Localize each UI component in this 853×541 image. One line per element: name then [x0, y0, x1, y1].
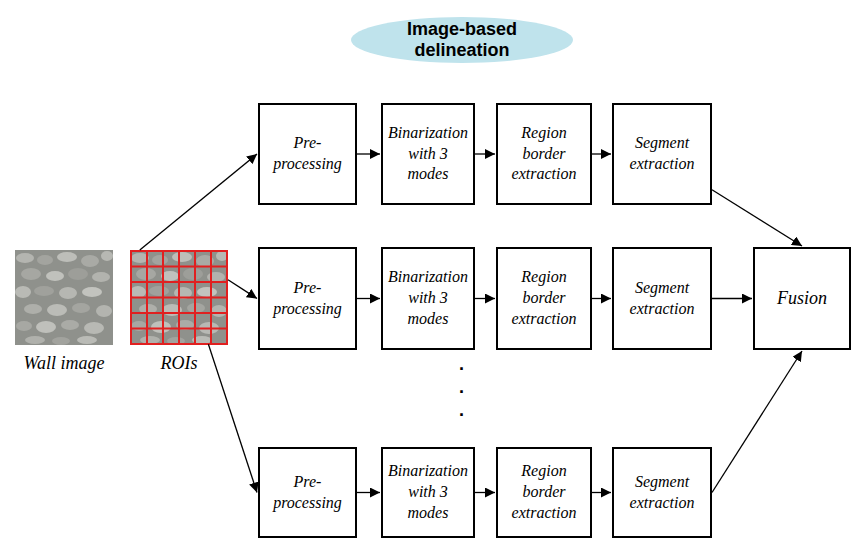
box-label: Segment extraction [614, 278, 710, 320]
process-box: Binarization with 3 modes [381, 247, 475, 350]
process-box: Segment extraction [612, 447, 712, 538]
flow-arrow [592, 153, 611, 154]
roi-grid [131, 251, 227, 344]
title-text: Image-based delineation [350, 19, 574, 60]
box-label: Pre-processing [260, 472, 355, 514]
continuation-dot: . [459, 378, 464, 396]
image-caption: ROIs [161, 353, 198, 374]
process-box: Segment extraction [612, 247, 712, 350]
wall-photo [15, 250, 113, 345]
flow-arrow [475, 153, 495, 154]
process-box: Region border extraction [496, 247, 592, 350]
process-box: Pre-processing [258, 103, 357, 205]
title-ellipse: Image-based delineation [350, 16, 574, 64]
box-label: Segment extraction [614, 472, 710, 514]
box-label: Region border extraction [498, 461, 590, 523]
box-label: Region border extraction [498, 123, 590, 185]
flow-arrow [140, 154, 257, 250]
fusion-box: Fusion [753, 247, 851, 350]
box-label: Pre-processing [260, 278, 355, 320]
box-label: Fusion [773, 287, 831, 310]
flow-arrow [357, 298, 380, 299]
process-box: Region border extraction [496, 447, 592, 538]
flow-arrow [228, 280, 257, 299]
flow-arrow [712, 351, 802, 493]
flow-arrow [475, 298, 495, 299]
process-box: Segment extraction [612, 103, 712, 205]
image-caption: Wall image [24, 353, 105, 374]
process-box: Binarization with 3 modes [381, 447, 475, 538]
box-label: Region border extraction [498, 267, 590, 329]
box-label: Segment extraction [614, 133, 710, 175]
flow-arrow [357, 153, 380, 154]
continuation-dot: . [459, 355, 464, 373]
flow-arrow [208, 344, 257, 492]
continuation-dot: . [459, 401, 464, 419]
flow-arrow [357, 492, 380, 493]
ellipse-fill [351, 17, 573, 63]
flow-arrow [712, 298, 752, 299]
image-panel: Wall image [15, 250, 113, 374]
process-box: Pre-processing [258, 447, 357, 538]
process-box: Binarization with 3 modes [381, 103, 475, 205]
process-box: Region border extraction [496, 103, 592, 205]
box-label: Pre-processing [260, 133, 355, 175]
flow-arrow [712, 190, 802, 246]
flow-arrow [592, 492, 611, 493]
flow-arrow [475, 492, 495, 493]
box-label: Binarization with 3 modes [383, 123, 473, 185]
box-label: Binarization with 3 modes [383, 267, 473, 329]
process-box: Pre-processing [258, 247, 357, 350]
image-panel: ROIs [130, 250, 228, 374]
flow-arrow [592, 298, 611, 299]
roi-photo [130, 250, 228, 345]
box-label: Binarization with 3 modes [383, 461, 473, 523]
